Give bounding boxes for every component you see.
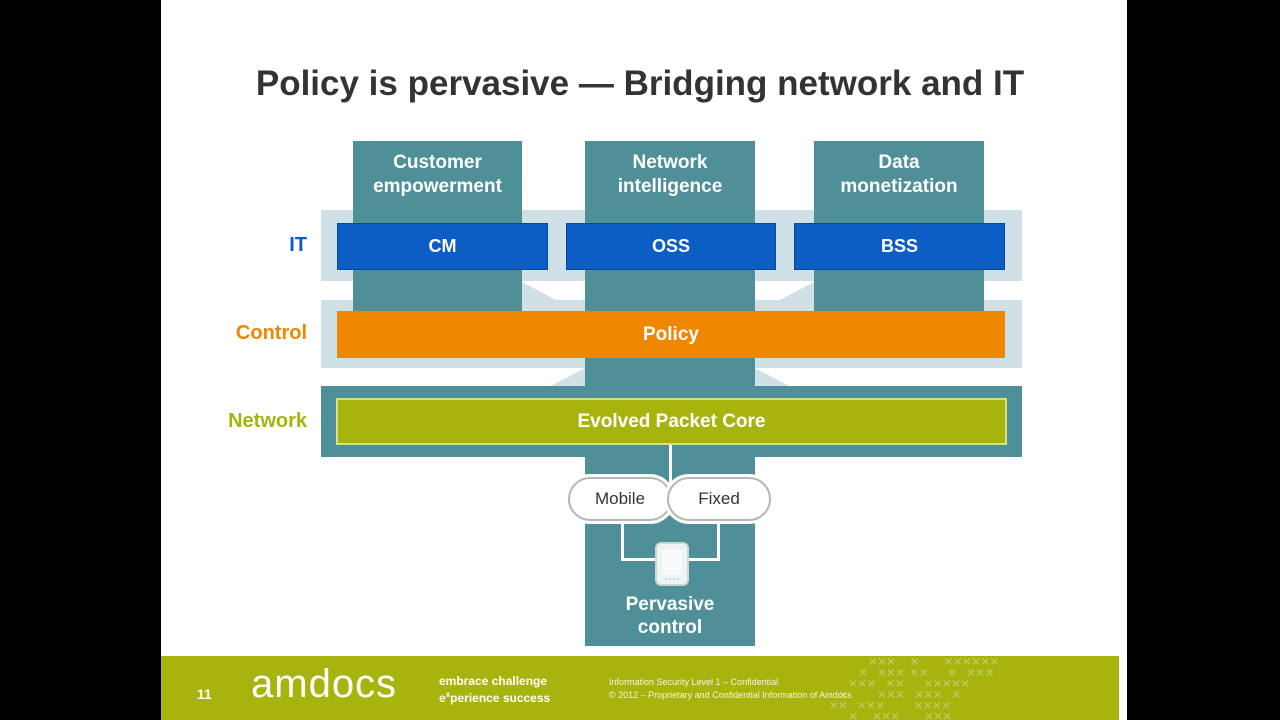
cloud-fixed: Fixed — [667, 477, 771, 521]
tagline: embrace challenge experience success — [439, 674, 550, 705]
connector-left-run — [621, 558, 663, 561]
right-edge-strip — [1119, 0, 1127, 720]
chevron-4 — [755, 368, 789, 386]
device-screen — [662, 549, 682, 575]
policy-bar: Policy — [337, 311, 1005, 358]
page-number: 11 — [197, 686, 212, 702]
it-box-bss: BSS — [794, 223, 1005, 270]
legal-notice: Information Security Level 1 – Confident… — [609, 676, 852, 702]
tagline-line-2: experience success — [439, 690, 551, 705]
connector-right-drop — [717, 520, 720, 560]
connector-right-run — [680, 558, 720, 561]
chevron-2 — [780, 282, 814, 300]
chevron-3 — [551, 368, 585, 386]
device-dots — [665, 578, 679, 582]
column-label-customer-empowerment: Customer empowerment — [373, 152, 502, 197]
connector-left-drop — [621, 520, 624, 560]
layer-label-it: IT — [289, 234, 307, 256]
pervasive-control-label: Pervasive control — [625, 594, 715, 638]
footer-band: ××× × ×××××× × ××× ×× × ××× ××× ×× ×××××… — [161, 656, 1119, 720]
tagline-line-1: embrace challenge — [439, 674, 548, 688]
column-label-network-intelligence: Network intelligence — [617, 152, 723, 197]
legal-line-1: Information Security Level 1 – Confident… — [609, 677, 779, 687]
chevron-arrows — [522, 282, 814, 386]
amdocs-logo: amdocs — [251, 662, 398, 706]
mobile-device-icon — [655, 542, 689, 586]
layer-label-network: Network — [228, 410, 307, 432]
it-box-cm: CM — [337, 223, 548, 270]
cloud-mobile: Mobile — [568, 477, 672, 521]
chevron-1 — [522, 282, 556, 300]
slide: Policy is pervasive — Bridging network a… — [161, 0, 1119, 720]
layer-label-control: Control — [235, 322, 307, 344]
slide-title: Policy is pervasive — Bridging network a… — [255, 64, 1025, 103]
x-pattern-decoration: ××× × ×××××× × ××× ×× × ××× ××× ×× ×××××… — [761, 656, 1000, 720]
column-label-data-monetization: Data monetization — [840, 152, 958, 197]
legal-line-2: © 2012 – Proprietary and Confidential In… — [609, 690, 852, 700]
evolved-packet-core-bar: Evolved Packet Core — [336, 398, 1007, 445]
it-box-oss: OSS — [566, 223, 776, 270]
connector-vertical-center — [669, 445, 672, 495]
